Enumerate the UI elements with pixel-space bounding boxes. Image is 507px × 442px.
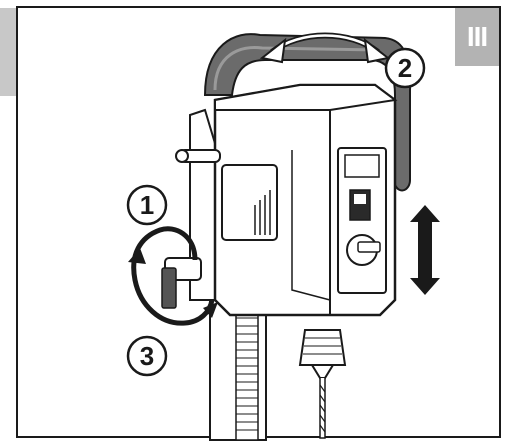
side-knob (175, 149, 221, 163)
vertical-arrow-icon (410, 205, 440, 295)
callout-1: 1 (126, 184, 168, 226)
motor-housing (213, 83, 398, 317)
lock-lever[interactable] (161, 257, 202, 309)
callout-3: 3 (126, 335, 168, 377)
svg-text:1: 1 (140, 190, 154, 220)
svg-text:3: 3 (140, 341, 154, 371)
column-rack (209, 299, 267, 441)
carry-handle (203, 33, 412, 192)
callout-2: 2 (384, 47, 426, 89)
step-badge: III (455, 8, 499, 66)
rotate-arrow-icon (259, 32, 391, 64)
loosen-tighten-arrow-icon (128, 226, 218, 326)
svg-text:2: 2 (398, 53, 412, 83)
side-tab (0, 8, 16, 96)
drill-chuck (298, 329, 347, 379)
